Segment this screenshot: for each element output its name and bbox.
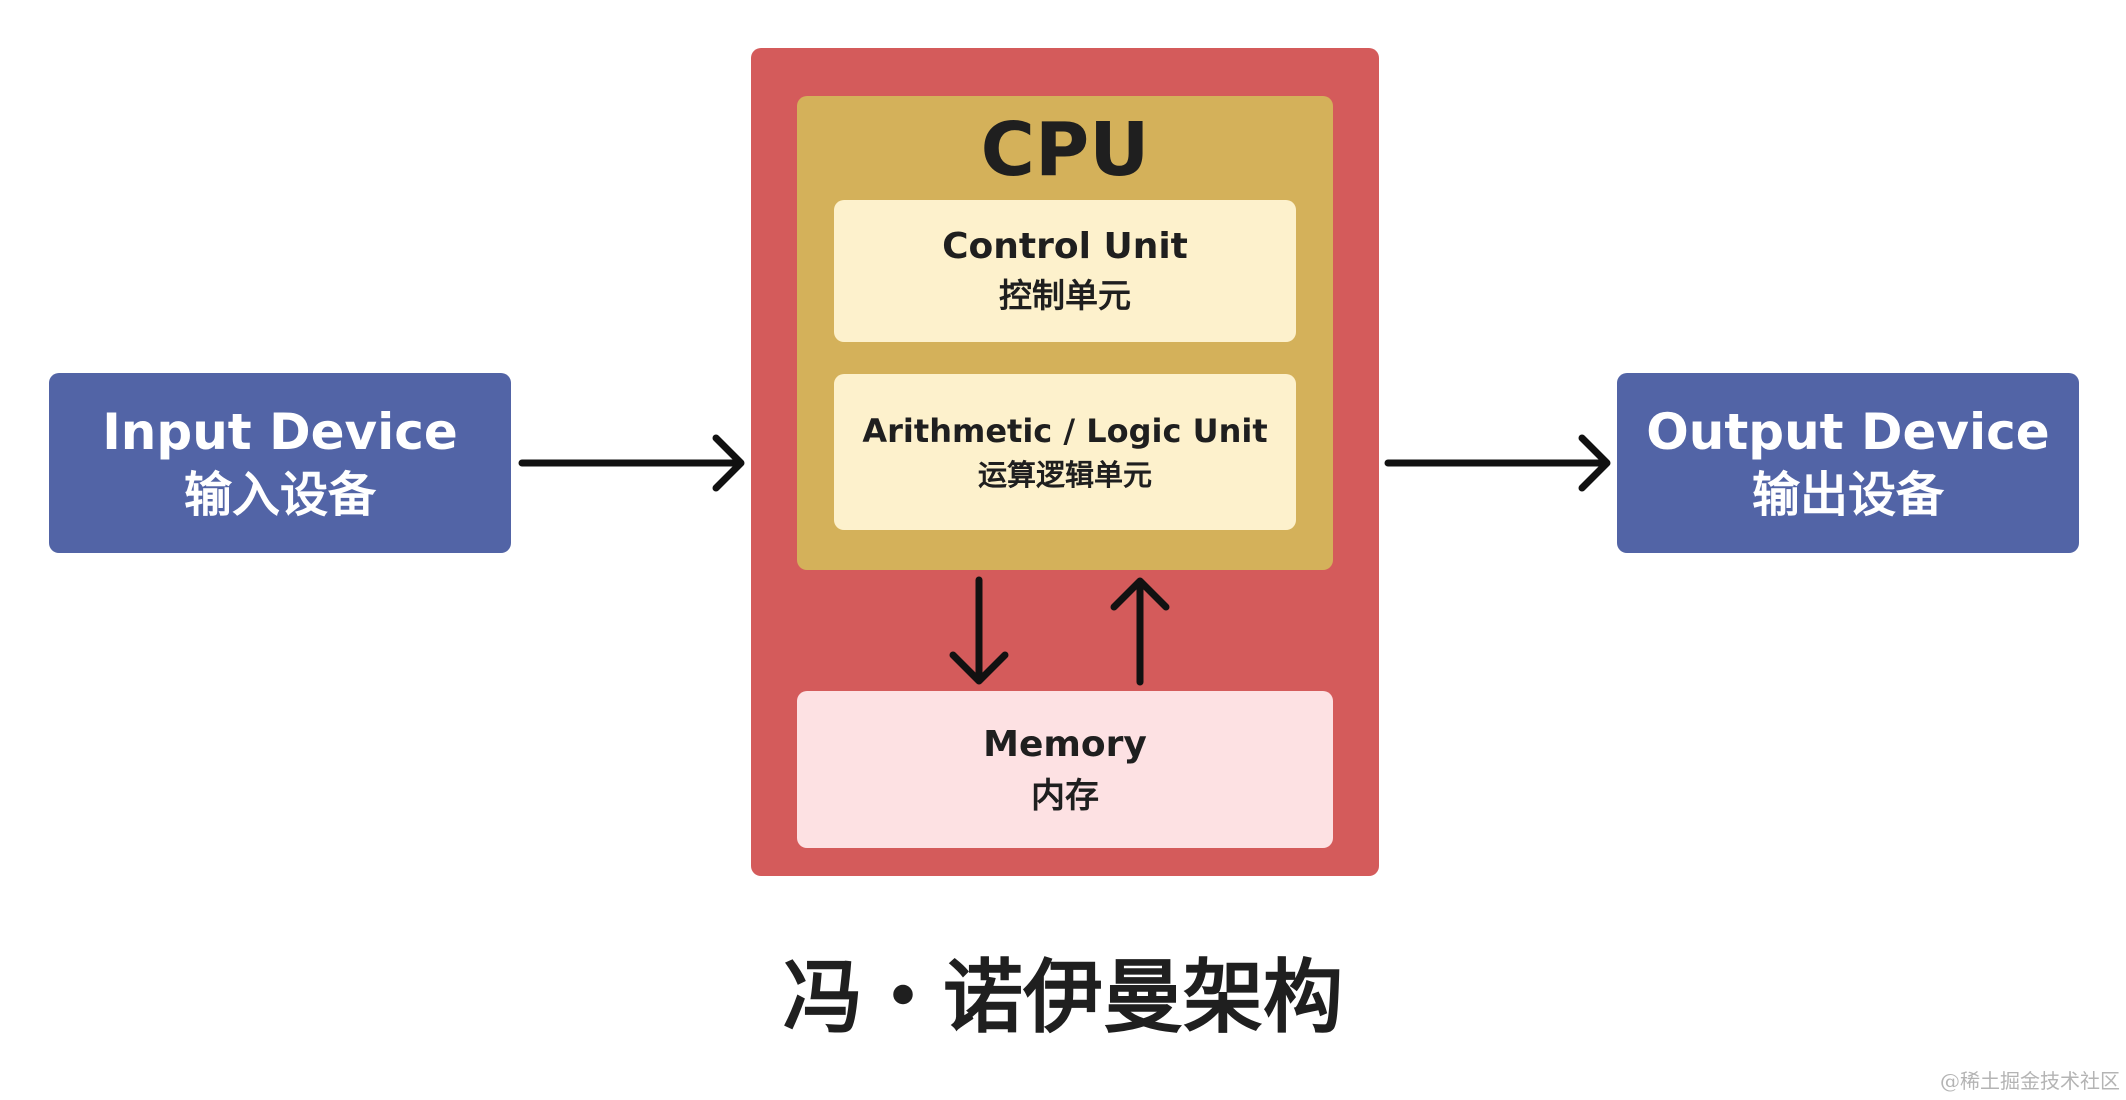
memory-box: Memory 内存 — [797, 691, 1333, 848]
input-to-cpu-arrow — [518, 434, 745, 492]
watermark: @稀土掘金技术社区 — [1940, 1069, 2120, 1093]
output-device-label-zh: 输出设备 — [1751, 467, 1944, 523]
cpu-title: CPU — [980, 107, 1150, 193]
output-device-label: Output Device — [1646, 403, 2050, 461]
memory-to-cpu-arrow — [1110, 577, 1170, 686]
input-device-label-zh: 输入设备 — [183, 467, 376, 523]
input-device-label: Input Device — [102, 403, 458, 461]
diagram-caption: 冯・诺伊曼架构 — [783, 951, 1343, 1044]
memory-label-zh: 内存 — [1031, 775, 1099, 816]
control-unit-box: Control Unit 控制单元 — [834, 200, 1296, 342]
alu-label: Arithmetic / Logic Unit — [862, 412, 1268, 450]
alu-box: Arithmetic / Logic Unit 运算逻辑单元 — [834, 374, 1296, 530]
output-device-box: Output Device 输出设备 — [1617, 373, 2079, 553]
cpu-to-memory-arrow — [949, 576, 1009, 685]
alu-label-zh: 运算逻辑单元 — [977, 458, 1152, 492]
cpu-to-output-arrow — [1384, 434, 1611, 492]
control-unit-label-zh: 控制单元 — [999, 276, 1131, 315]
memory-label: Memory — [983, 723, 1147, 765]
control-unit-label: Control Unit — [942, 226, 1188, 267]
input-device-box: Input Device 输入设备 — [49, 373, 511, 553]
